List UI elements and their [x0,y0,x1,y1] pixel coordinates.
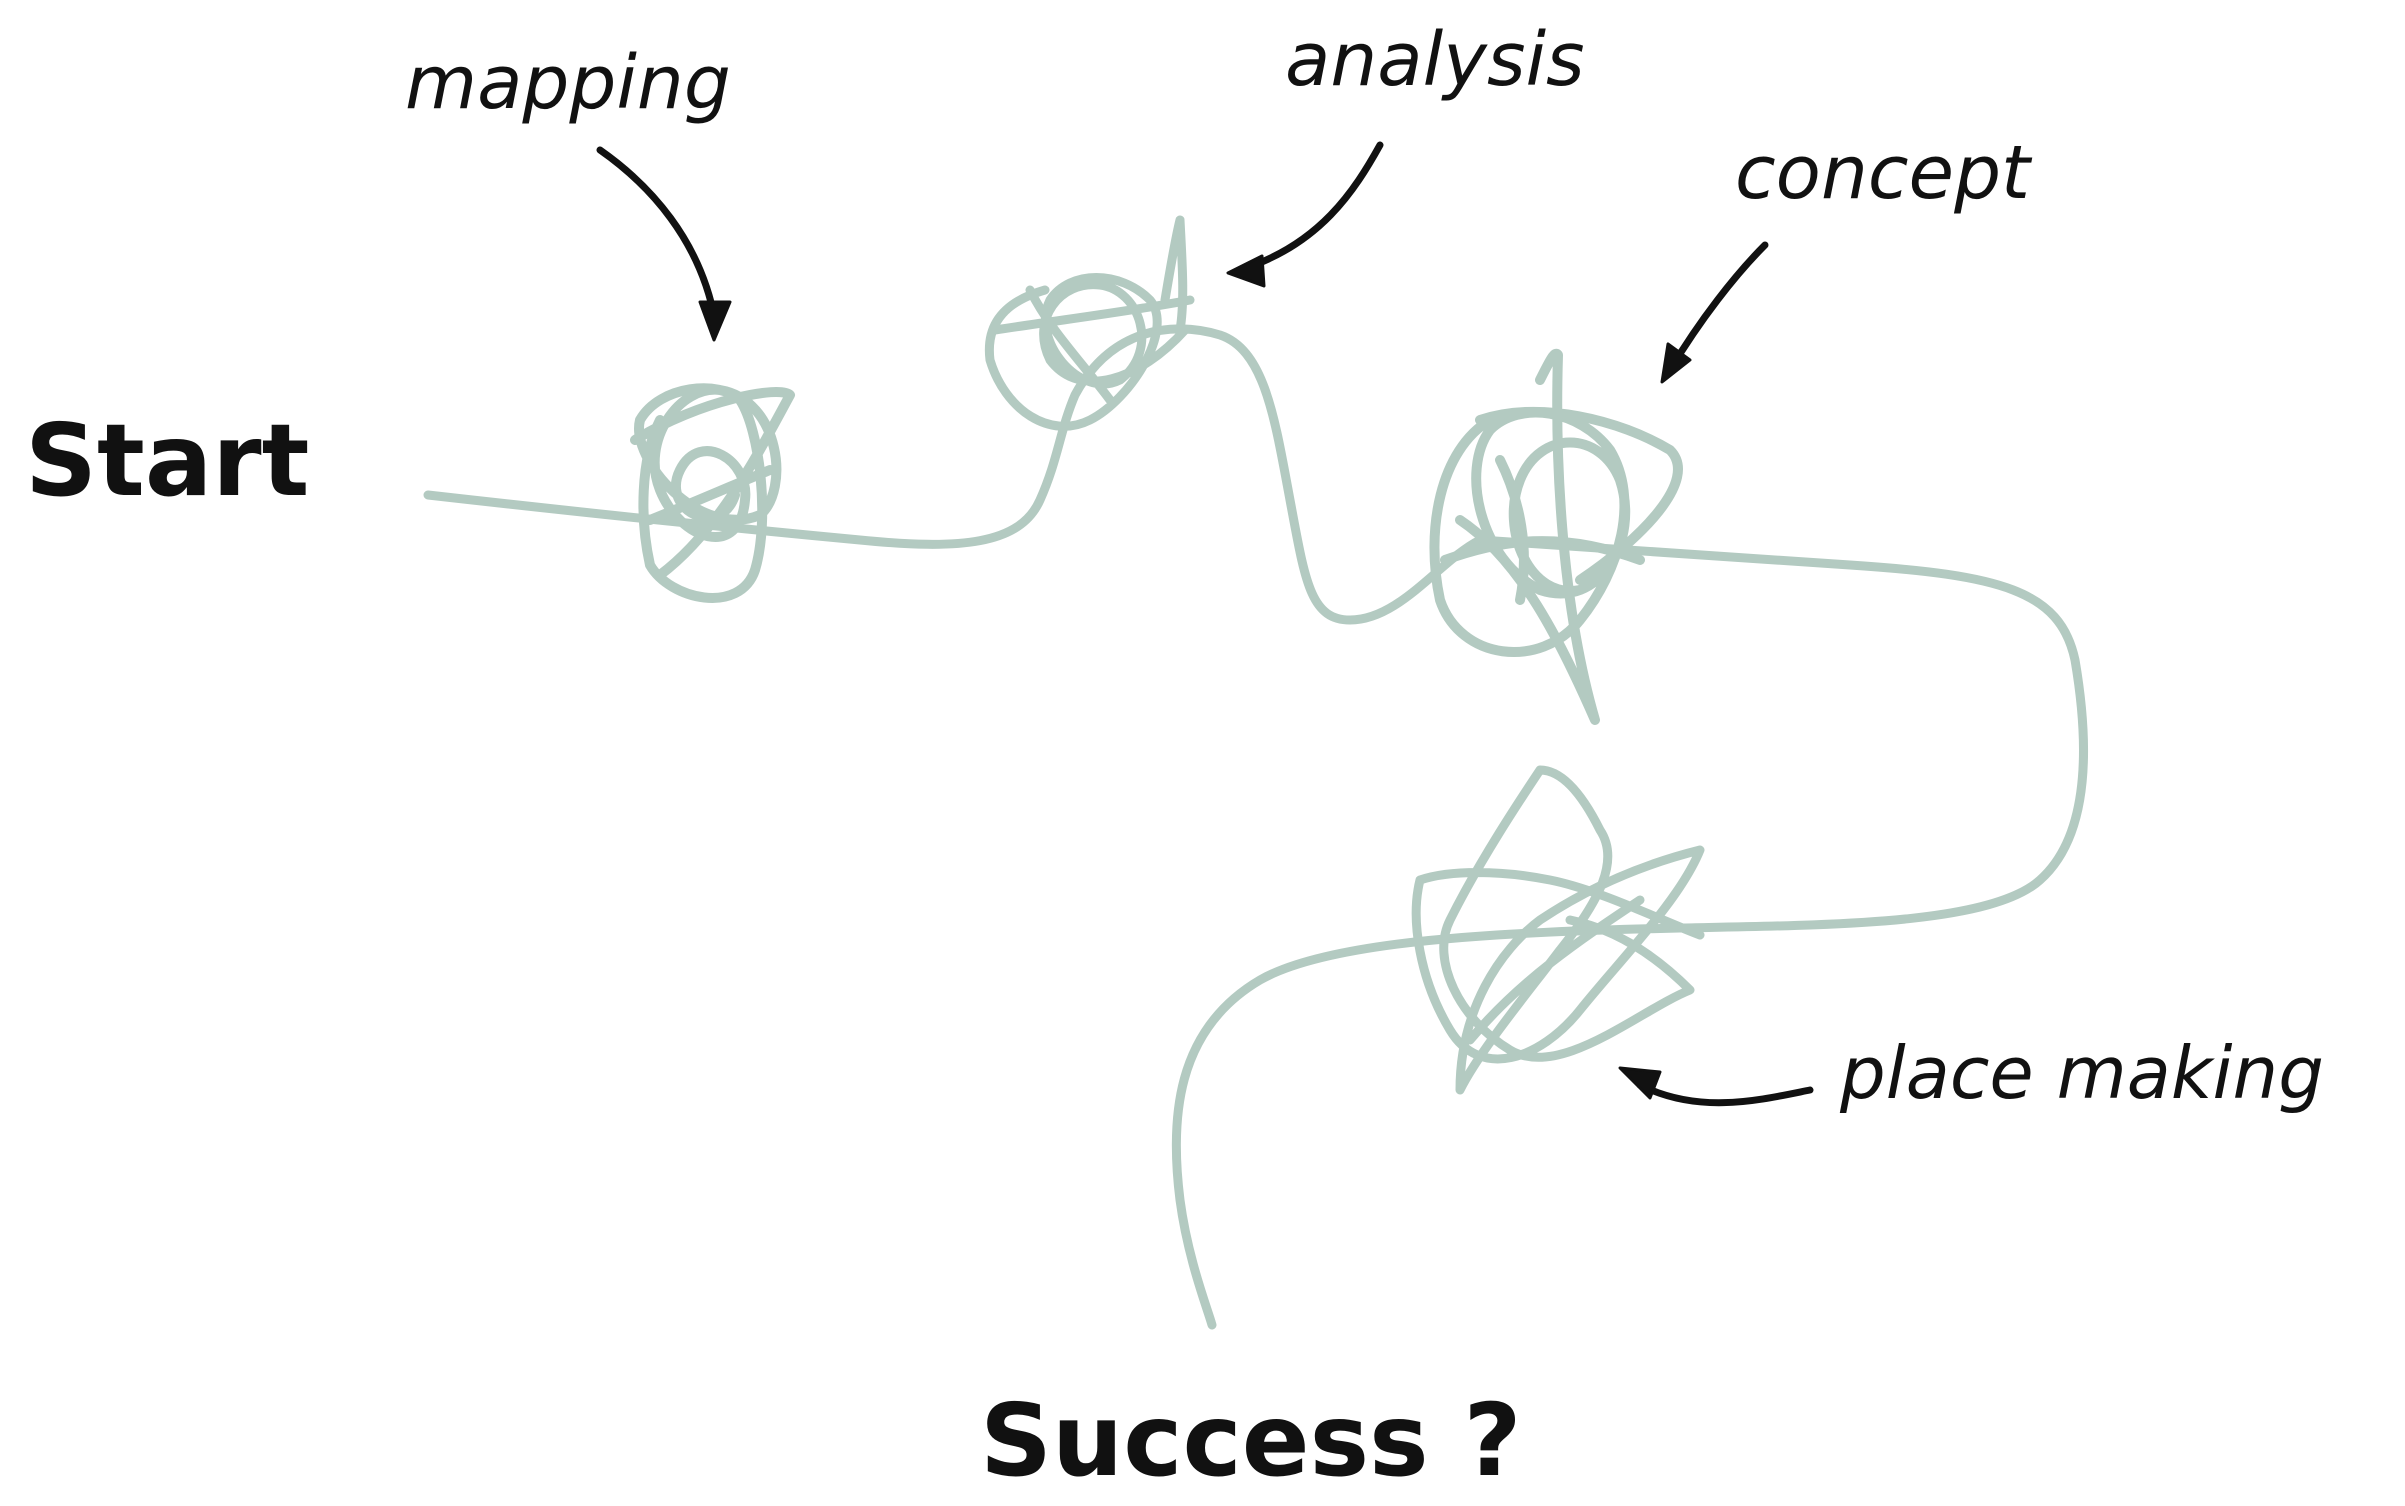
knot-place-making-scribble [1411,765,1705,1095]
knot-mapping-scribble [630,383,795,603]
stage-label-place-making: place making [1839,1031,2324,1115]
arrow-analysis [1226,141,1384,288]
knot-mapping [630,383,795,603]
arrow-mapping-head [698,300,732,342]
knot-analysis [984,215,1195,431]
thread-path [423,324,2088,1330]
stage-label-mapping: mapping [405,40,731,126]
arrow-mapping [596,146,732,342]
arrow-mapping-line [596,146,719,324]
arrow-place-making-head [1618,1066,1662,1100]
arrow-analysis-line [1236,141,1384,274]
arrow-concept-head [1660,342,1692,384]
arrow-place-making [1618,1066,1814,1107]
knot-concept [1429,348,1683,725]
knot-concept-scribble [1429,348,1683,725]
start-label: Start [25,402,309,519]
stage-label-analysis: analysis [1285,17,1585,103]
arrow-place-making-line [1636,1081,1814,1107]
knot-place-making [1411,765,1705,1095]
end-label: Success ? [980,1382,1521,1499]
arrow-concept-line [1666,241,1769,374]
arrow-concept [1660,241,1769,384]
knot-analysis-scribble [984,215,1195,431]
stage-label-concept: concept [1735,130,2033,216]
arrow-analysis-head [1226,254,1266,288]
process-thread [423,215,2088,1330]
